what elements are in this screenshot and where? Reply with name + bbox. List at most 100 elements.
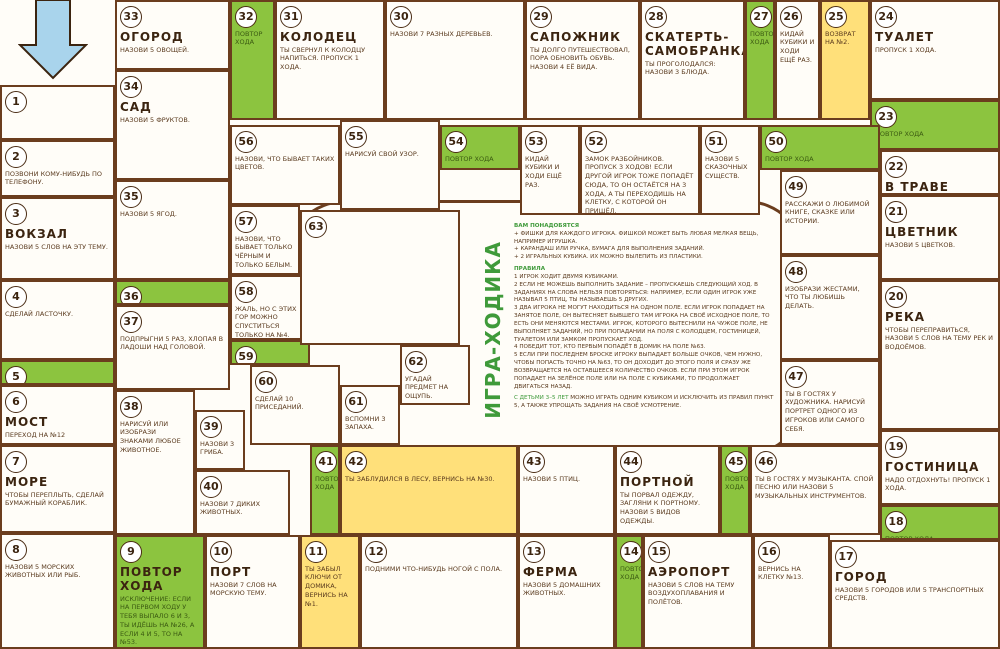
cell-task: ПОВТОР ХОДА xyxy=(875,129,924,138)
cell-task: НАЗОВИ 5 СКАЗОЧНЫХ СУЩЕСТВ. xyxy=(705,154,748,181)
cell-number: 3 xyxy=(5,202,27,225)
cell-number: 14 xyxy=(620,540,641,563)
cell-number: 17 xyxy=(835,545,857,568)
cell-task: ТЫ ЗАБЫЛ КЛЮЧИ ОТ ДОМИКА, ВЕРНИСЬ НА №1. xyxy=(305,564,348,608)
cell-number: 43 xyxy=(523,450,545,473)
cell-task: ЧТОБЫ ПЕРЕПЛЫТЬ, СДЕЛАЙ БУМАЖНЫЙ КОРАБЛИ… xyxy=(5,490,104,508)
need-item: + ФИШКИ ДЛЯ КАЖДОГО ИГРОКА. ФИШКОЙ МОЖЕТ… xyxy=(514,230,759,245)
cell-title: МОРЕ xyxy=(5,474,49,489)
cell-number: 24 xyxy=(875,5,897,28)
rules-heading: ПРАВИЛА xyxy=(514,266,546,273)
cell-task: НАРИСУЙ СВОЙ УЗОР. xyxy=(345,149,419,158)
cell-number: 9 xyxy=(120,540,142,563)
cell-number: 29 xyxy=(530,5,552,28)
cell-number: 41 xyxy=(315,450,337,473)
cell-task: ПОВТОР ХОДА xyxy=(620,564,641,582)
cell-task: НАЗОВИ 7 СЛОВ НА МОРСКУЮ ТЕМУ. xyxy=(210,580,277,598)
cell-number: 28 xyxy=(645,5,667,28)
cell-number: 22 xyxy=(885,155,907,178)
game-title-text: ИГРА-ХОДИКА xyxy=(481,241,505,419)
cell-title: САПОЖНИК xyxy=(530,29,621,44)
cell-number: 46 xyxy=(755,450,777,473)
cell-title: ПОРТ xyxy=(210,564,252,579)
cell-task: НАЗОВИ 5 СЛОВ НА ЭТУ ТЕМУ. xyxy=(5,242,108,251)
cell-task: ТЫ ДОЛГО ПУТЕШЕСТВОВАЛ, ПОРА ОБНОВИТЬ ОБ… xyxy=(530,45,630,72)
cell-number: 27 xyxy=(750,5,772,28)
cell-task: НАЗОВИ 5 ФРУКТОВ. xyxy=(120,115,190,124)
cell-task: ВЕРНИСЬ НА КЛЕТКУ №13. xyxy=(758,564,804,582)
cell-title: ГОСТИНИЦА xyxy=(885,459,980,474)
cell-number: 62 xyxy=(405,350,427,373)
cell-number: 55 xyxy=(345,125,367,148)
cell-task: НАРИСУЙ ИЛИ ИЗОБРАЗИ ЗНАКАМИ ЛЮБОЕ ЖИВОТ… xyxy=(120,419,181,454)
cell-title: ПОРТНОЙ xyxy=(620,474,695,489)
cell-task: КИДАЙ КУБИКИ И ХОДИ ЕЩЁ РАЗ. xyxy=(525,154,562,189)
cell-task: НАЗОВИ 7 ДИКИХ ЖИВОТНЫХ. xyxy=(200,499,261,517)
cell-number: 12 xyxy=(365,540,387,563)
cell-number: 19 xyxy=(885,435,907,458)
cell-number: 35 xyxy=(120,185,142,208)
cell-title: ВОКЗАЛ xyxy=(5,226,68,241)
cell-number: 2 xyxy=(5,145,27,168)
cell-task: ПОВТОР ХОДА xyxy=(765,154,814,163)
cell-task: ИСКЛЮЧЕНИЕ: ЕСЛИ НА ПЕРВОМ ХОДУ У ТЕБЯ В… xyxy=(120,594,195,647)
cell-number: 57 xyxy=(235,210,257,233)
cell-task: ТЫ ЗАБЛУДИЛСЯ В ЛЕСУ, ВЕРНИСЬ НА №30. xyxy=(345,474,495,483)
cell-number: 42 xyxy=(345,450,367,473)
cell-number: 26 xyxy=(780,5,802,28)
cell-title: ГОРОД xyxy=(835,569,888,584)
cell-number: 33 xyxy=(120,5,142,28)
board-cell-36: 36ПОВТОР ХОДА xyxy=(115,280,230,305)
cell-task: ТЫ СВЕРНУЛ К КОЛОДЦУ НАПИТЬСЯ. ПРОПУСК 1… xyxy=(280,45,366,72)
cell-task: УГАДАЙ ПРЕДМЕТ НА ОЩУПЬ. xyxy=(405,374,449,401)
cell-number: 60 xyxy=(255,370,277,393)
cell-task: ВСПОМНИ 3 ЗАПАХА. xyxy=(345,414,386,432)
cell-task: НАЗОВИ, ЧТО БЫВАЕТ ТАКИХ ЦВЕТОВ. xyxy=(235,154,335,172)
kids-text: МОЖНО ИГРАТЬ ОДНИМ КУБИКОМ И ИСКЛЮЧИТЬ И… xyxy=(514,395,774,410)
cell-task: ЗАМОК РАЗБОЙНИКОВ. ПРОПУСК 3 ХОДОВ! ЕСЛИ… xyxy=(585,154,694,215)
cell-title: ОГОРОД xyxy=(120,29,184,44)
need-item: + КАРАНДАШ ИЛИ РУЧКА, БУМАГА ДЛЯ ВЫПОЛНЕ… xyxy=(514,246,705,253)
cell-number: 63 xyxy=(305,215,327,238)
cell-number: 49 xyxy=(785,175,807,198)
cell-title: СКАТЕРТЬ-САМОБРАНКА xyxy=(645,29,745,58)
cell-task: ПОВТОР ХОДА xyxy=(315,474,340,492)
cell-title: ТУАЛЕТ xyxy=(875,29,935,44)
cell-number: 34 xyxy=(120,75,142,98)
kids-lead: С ДЕТЬМИ 3–5 ЛЕТ xyxy=(514,395,569,402)
cell-number: 18 xyxy=(885,510,907,533)
cell-number: 10 xyxy=(210,540,232,563)
cell-number: 5 xyxy=(5,365,27,383)
cell-number: 59 xyxy=(235,345,257,363)
cell-task: ТЫ В ГОСТЯХ У МУЗЫКАНТА. СПОЙ ПЕСНЮ ИЛИ … xyxy=(755,474,874,501)
cell-task: НАДО ОТДОХНУТЬ! ПРОПУСК 1 ХОДА. xyxy=(885,475,991,493)
cell-title: ФЕРМА xyxy=(523,564,579,579)
game-title: ИГРА-ХОДИКА xyxy=(478,241,508,419)
cell-task: НАЗОВИ 5 ОВОЩЕЙ. xyxy=(120,45,190,54)
cell-number: 16 xyxy=(758,540,780,563)
rule-item: 4 ПОБЕДИТ ТОТ, КТО ПЕРВЫМ ПОПАДЁТ В ДОМИ… xyxy=(514,344,706,351)
